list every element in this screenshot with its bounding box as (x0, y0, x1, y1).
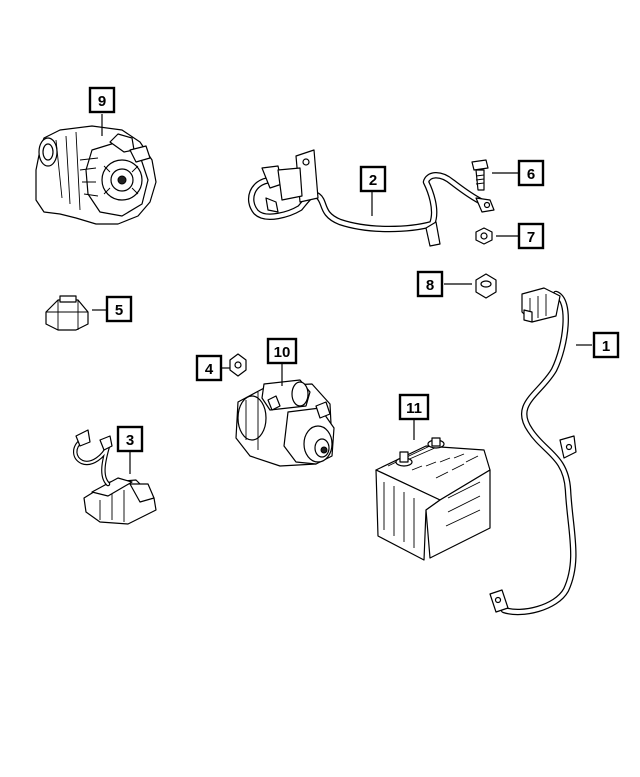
flange-nut-part[interactable] (475, 273, 497, 299)
callout-1[interactable]: 1 (592, 331, 620, 359)
ground-cable-part[interactable] (489, 287, 577, 616)
callout-11-label: 11 (406, 400, 422, 417)
callout-11[interactable]: 11 (398, 393, 430, 421)
callout-7-label: 7 (527, 229, 535, 246)
callout-9-label: 9 (98, 93, 106, 110)
callout-5-label: 5 (115, 302, 123, 319)
battery-part[interactable] (375, 437, 491, 561)
callout-8-label: 8 (426, 277, 434, 294)
callout-10-label: 10 (274, 344, 291, 361)
starter-nut-part[interactable] (229, 353, 247, 377)
terminal-cover-part[interactable] (45, 295, 89, 331)
bolt-part[interactable] (471, 159, 489, 191)
callout-9[interactable]: 9 (88, 86, 116, 114)
callout-7[interactable]: 7 (517, 222, 545, 250)
callout-6-label: 6 (527, 166, 535, 183)
callout-10[interactable]: 10 (266, 337, 298, 365)
callout-2[interactable]: 2 (359, 165, 387, 193)
battery-sensor-part[interactable] (73, 429, 157, 525)
callout-5[interactable]: 5 (105, 295, 133, 323)
callout-2-label: 2 (369, 172, 377, 189)
callout-6[interactable]: 6 (517, 159, 545, 187)
callout-4[interactable]: 4 (195, 354, 223, 382)
battery-cable-part[interactable] (248, 149, 495, 247)
starter-part[interactable] (235, 379, 335, 467)
callout-3-label: 3 (126, 432, 134, 449)
callout-8[interactable]: 8 (416, 270, 444, 298)
callout-3[interactable]: 3 (116, 425, 144, 453)
callout-1-label: 1 (602, 338, 610, 355)
nut-part[interactable] (475, 227, 493, 245)
callout-4-label: 4 (205, 361, 214, 378)
alternator-part[interactable] (35, 125, 157, 225)
